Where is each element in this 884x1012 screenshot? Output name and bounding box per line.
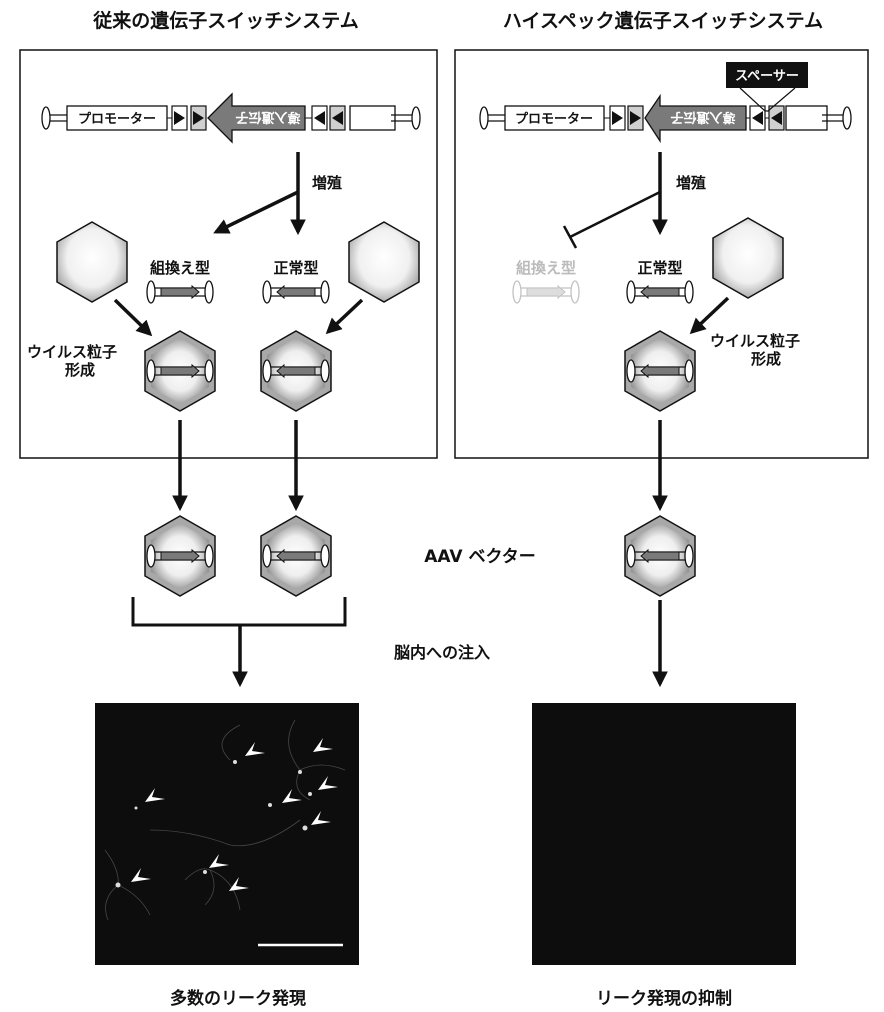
right-micrograph: [532, 703, 796, 965]
left-panel-title: 従来の遺伝子スイッチシステム: [92, 9, 358, 32]
recombinant-label: 組換え型: [150, 259, 210, 277]
inhibition-bar: [562, 225, 578, 249]
arrowhead-markers: [131, 738, 338, 891]
empty-capsid-icon: [348, 221, 420, 303]
normal-label: 正常型: [637, 259, 682, 277]
spacer-label: スペーサー: [735, 69, 799, 84]
virus-formation-label: 形成: [751, 350, 781, 368]
spacer-label-box: [726, 62, 808, 88]
polya-box: [349, 105, 396, 131]
empty-capsid-icon: [712, 217, 784, 299]
normal-vector-icon: [262, 280, 330, 304]
left-construct: プロモーター 導入遺伝子: [41, 92, 421, 144]
empty-capsid-icon: [56, 221, 128, 303]
inhibition-line: [569, 190, 661, 239]
aav-vector-label: AAV ベクター: [424, 547, 536, 567]
recombinant-vector-icon: [146, 280, 214, 304]
lox-site-icon: [609, 105, 626, 131]
packaging-arrow: [113, 298, 153, 337]
left-result-caption: 多数のリーク発現: [170, 988, 306, 1009]
virus-formation-label: 形成: [65, 361, 95, 379]
lox-site-icon: [190, 105, 207, 131]
promoter-label: プロモーター: [78, 112, 156, 127]
virus-formation-label: ウイルス粒子: [710, 332, 800, 350]
recombinant-label-faded: 組換え型: [516, 259, 576, 277]
spacer-callout: スペーサー: [726, 62, 808, 112]
injection-label: 脳内への注入: [394, 643, 490, 662]
lox-site-icon: [171, 105, 188, 131]
right-construct: プロモーター 導入遺伝子: [479, 93, 852, 144]
normal-label: 正常型: [273, 259, 318, 277]
promoter-box: [66, 105, 168, 131]
packaging-arrow: [325, 298, 364, 335]
left-panel-frame: [19, 49, 438, 459]
right-result-caption: リーク発現の抑制: [596, 988, 732, 1009]
gene-label-inverted: 導入遺伝子: [235, 109, 300, 125]
lox-site-icon: [768, 105, 785, 131]
polya-box: [785, 105, 828, 131]
merge-bracket: [131, 597, 347, 627]
gene-label-inverted: 導入遺伝子: [670, 109, 735, 125]
normal-vector-icon: [626, 280, 694, 304]
packaging-arrow: [689, 296, 730, 335]
recombinant-vector-faded-icon: [512, 280, 580, 304]
amplify-label: 増殖: [312, 174, 342, 192]
left-micrograph: [95, 703, 359, 965]
virus-formation-label: ウイルス粒子: [27, 343, 117, 361]
right-panel-title: ハイスペック遺伝子スイッチシステム: [503, 9, 823, 32]
lox-site-icon: [627, 105, 644, 131]
lox-site-icon: [311, 105, 328, 131]
promoter-box: [504, 105, 605, 131]
promoter-label: プロモーター: [515, 112, 593, 127]
amplify-label: 増殖: [676, 174, 706, 192]
lox-site-icon: [329, 105, 346, 131]
recombine-arrow: [213, 190, 299, 234]
